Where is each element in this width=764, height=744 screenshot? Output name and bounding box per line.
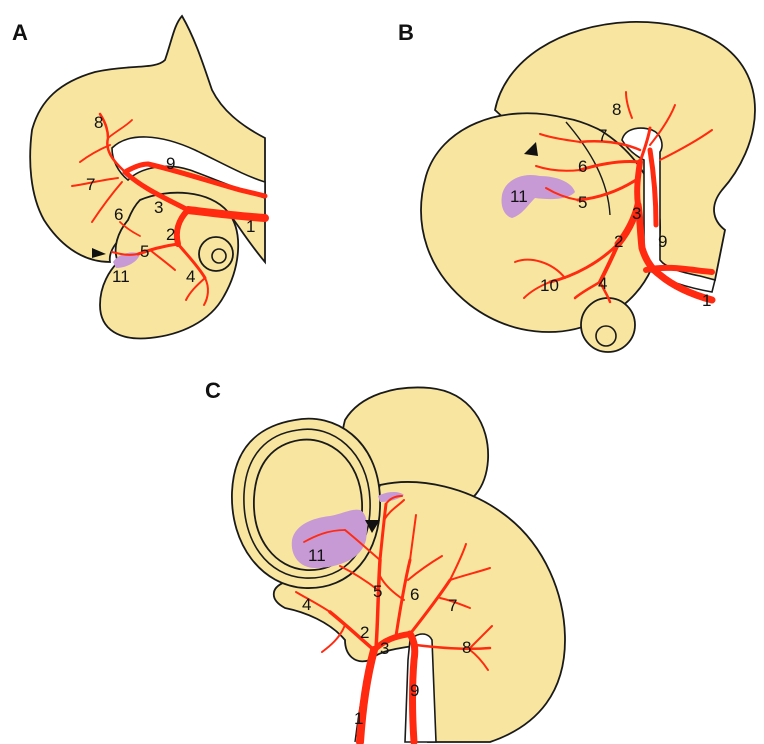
panel-c-num-11: 11 bbox=[308, 546, 326, 565]
panel-b-label: B bbox=[398, 20, 414, 45]
panel-a-label: A bbox=[12, 20, 28, 45]
panel-c-num-3: 3 bbox=[380, 639, 389, 658]
panel-c-num-8: 8 bbox=[462, 638, 471, 657]
panel-b-num-4: 4 bbox=[598, 274, 607, 293]
panel-b-ring-outer bbox=[581, 298, 635, 352]
panel-b-num-6: 6 bbox=[578, 157, 587, 176]
panel-a-num-11: 11 bbox=[112, 267, 130, 286]
panel-a-num-6: 6 bbox=[114, 205, 123, 224]
panel-a-num-2: 2 bbox=[166, 225, 175, 244]
panel-c-num-1: 1 bbox=[354, 709, 363, 728]
panel-a-num-4: 4 bbox=[186, 267, 195, 286]
panel-b-num-8: 8 bbox=[612, 100, 621, 119]
panel-b-num-2: 2 bbox=[614, 232, 623, 251]
panel-c-num-6: 6 bbox=[410, 585, 419, 604]
panel-b-num-10: 10 bbox=[540, 276, 559, 295]
panel-b-num-9: 9 bbox=[658, 232, 667, 251]
panel-b-num-3: 3 bbox=[632, 204, 641, 223]
panel-a-num-1: 1 bbox=[246, 217, 255, 236]
panel-b: B bbox=[398, 20, 755, 352]
panel-a-ring-outer bbox=[199, 237, 233, 271]
panel-c-num-4: 4 bbox=[302, 595, 311, 614]
panel-b-num-5: 5 bbox=[578, 193, 587, 212]
panel-a-num-5: 5 bbox=[140, 242, 149, 261]
panel-a-num-7: 7 bbox=[86, 175, 95, 194]
panel-b-num-7: 7 bbox=[598, 126, 607, 145]
panel-a-num-8: 8 bbox=[94, 113, 103, 132]
panel-c-num-2: 2 bbox=[360, 623, 369, 642]
panel-a-num-3: 3 bbox=[154, 198, 163, 217]
panel-c-num-5: 5 bbox=[373, 582, 382, 601]
panel-a: A bbox=[12, 16, 265, 338]
panel-c-num-9: 9 bbox=[410, 681, 419, 700]
panel-c: C bbox=[205, 378, 565, 742]
panel-c-label: C bbox=[205, 378, 221, 403]
panel-b-num-1: 1 bbox=[702, 291, 711, 310]
panel-b-num-11: 11 bbox=[510, 187, 528, 206]
panel-a-num-9: 9 bbox=[166, 154, 175, 173]
panel-c-num-7: 7 bbox=[448, 596, 457, 615]
